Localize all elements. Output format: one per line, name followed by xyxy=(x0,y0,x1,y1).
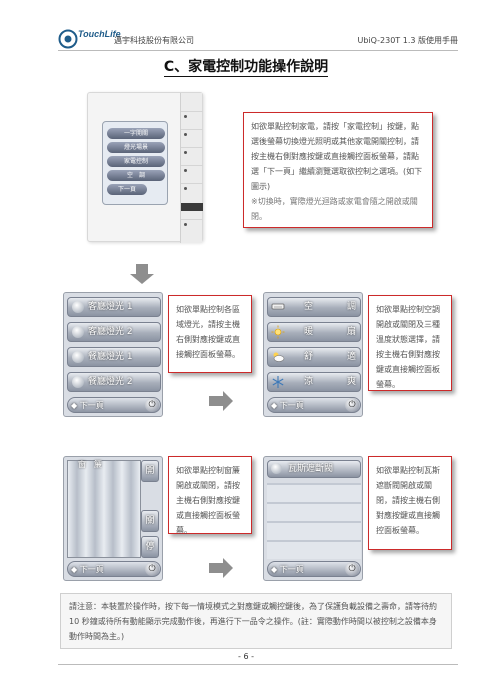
nav-bar: ◆ 下一頁 ⏻ xyxy=(67,561,161,577)
device-button-strip xyxy=(180,93,203,243)
page-number: - 6 - xyxy=(238,652,254,661)
curtain-callout: 如欲單點控制窗簾開啟或關閉，請按主機右側對應按鍵或直接觸控面板螢幕。 xyxy=(168,456,252,535)
brand-name: TouchLife xyxy=(78,29,121,39)
page-header: TouchLife 邁宇科技股份有限公司 UbiQ-230T 1.3 版使用手冊 xyxy=(58,28,458,52)
lighting-callout: 如欲單點控制各區域燈光，請按主機右側對應按鍵或直接觸控面板螢幕。 xyxy=(168,295,252,373)
device-indicator-bar xyxy=(181,203,203,211)
aircon-row[interactable]: 空調 xyxy=(267,297,361,317)
page-title: C、家電控制功能操作說明 xyxy=(163,59,329,77)
next-page-button[interactable]: ◆ 下一頁 xyxy=(271,565,304,574)
lighting-button[interactable]: 客廳燈光 1 xyxy=(67,297,161,317)
gas-valve-button[interactable]: 瓦斯遮斷閥 xyxy=(267,460,361,478)
device-menu-item: 一字開關 xyxy=(107,128,165,139)
search-icon xyxy=(72,351,84,363)
header-divider xyxy=(58,50,458,51)
search-icon xyxy=(271,463,282,474)
aircon-row[interactable]: 涼爽 xyxy=(267,372,361,392)
power-icon[interactable]: ⏻ xyxy=(345,562,359,576)
curtain-caption: 窗 簾 xyxy=(78,460,102,469)
next-page-button[interactable]: ◆ 下一頁 xyxy=(71,565,104,574)
nav-bar: ◆ 下一頁 ⏻ xyxy=(267,561,361,577)
device-next-page: 下一頁 xyxy=(107,184,147,195)
aircon-row[interactable]: 舒適 xyxy=(267,347,361,367)
search-icon xyxy=(72,326,84,338)
power-icon[interactable]: ⏻ xyxy=(145,398,159,412)
curtain-stop-button[interactable]: 停 xyxy=(141,536,159,558)
footer-divider xyxy=(58,664,458,665)
touchlife-logo-icon xyxy=(58,29,78,49)
empty-slots xyxy=(267,483,361,559)
gas-callout: 如欲單點控制瓦斯遮斷閥開啟或關閉，請按主機右側對應按鍵或直接觸控面板螢幕。 xyxy=(368,456,452,550)
next-page-button[interactable]: ◆ 下一頁 xyxy=(271,401,304,410)
device-menu-item: 燈光場景 xyxy=(107,142,165,153)
curtain-graphic xyxy=(67,460,141,558)
curtain-close-button[interactable]: 關 xyxy=(141,510,159,532)
device-menu-item: 空 調 xyxy=(107,170,165,181)
caution-note: 請注意：本裝置於操作時，按下每一情境模式之對應鍵或觸控鍵後，為了保護負載設備之壽… xyxy=(60,593,452,649)
company-name: 邁宇科技股份有限公司 xyxy=(114,36,194,45)
sun-icon xyxy=(271,325,285,339)
gas-valve-screen: 瓦斯遮斷閥 ◆ 下一頁 ⏻ xyxy=(263,456,363,581)
snowflake-icon xyxy=(272,376,284,388)
cloud-icon xyxy=(273,352,285,362)
power-icon[interactable]: ⏻ xyxy=(345,398,359,412)
curtain-open-button[interactable]: 開 xyxy=(141,460,159,482)
search-icon xyxy=(72,301,84,313)
next-page-button[interactable]: ◆ 下一頁 xyxy=(71,401,104,410)
intro-callout-note: ※切換時，實際燈光迴路或家電會隨之開啟或關閉。 xyxy=(251,197,418,221)
manual-title: UbiQ-230T 1.3 版使用手冊 xyxy=(357,36,458,45)
lighting-button[interactable]: 客廳燈光 2 xyxy=(67,322,161,342)
nav-bar: ◆ 下一頁 ⏻ xyxy=(67,397,161,413)
aircon-row[interactable]: 暖扇 xyxy=(267,322,361,342)
device-screen: 一字開關 燈光場景 家電控制 空 調 下一頁 xyxy=(102,121,168,205)
device-illustration: 一字開關 燈光場景 家電控制 空 調 下一頁 xyxy=(87,92,203,243)
lighting-button[interactable]: 餐廳燈光 1 xyxy=(67,347,161,367)
lighting-screen: 客廳燈光 1 客廳燈光 2 餐廳燈光 1 餐廳燈光 2 ◆ 下一頁 ⏻ xyxy=(63,292,163,417)
device-menu-item: 家電控制 xyxy=(107,156,165,167)
lighting-button[interactable]: 餐廳燈光 2 xyxy=(67,372,161,392)
curtain-screen: 窗 簾 開 關 停 ◆ 下一頁 ⏻ xyxy=(63,456,163,581)
aircon-screen: 空調 暖扇 舒適 涼爽 ◆ 下一頁 ⏻ xyxy=(263,292,363,417)
intro-callout-text: 如欲單點控制家電，請按「家電控制」按鍵，點選後螢幕切換燈光照明或其他家電開關控制… xyxy=(251,122,423,191)
aircon-callout: 如欲單點控制空調開啟或關閉及三種溫度狀態選擇，請按主機右側對應按鍵或直接觸控面板… xyxy=(368,295,452,391)
power-icon[interactable]: ⏻ xyxy=(145,562,159,576)
ac-unit-icon xyxy=(271,303,285,310)
nav-bar: ◆ 下一頁 ⏻ xyxy=(267,397,361,413)
intro-callout: 如欲單點控制家電，請按「家電控制」按鍵，點選後螢幕切換燈光照明或其他家電開關控制… xyxy=(243,112,433,228)
search-icon xyxy=(72,376,84,388)
